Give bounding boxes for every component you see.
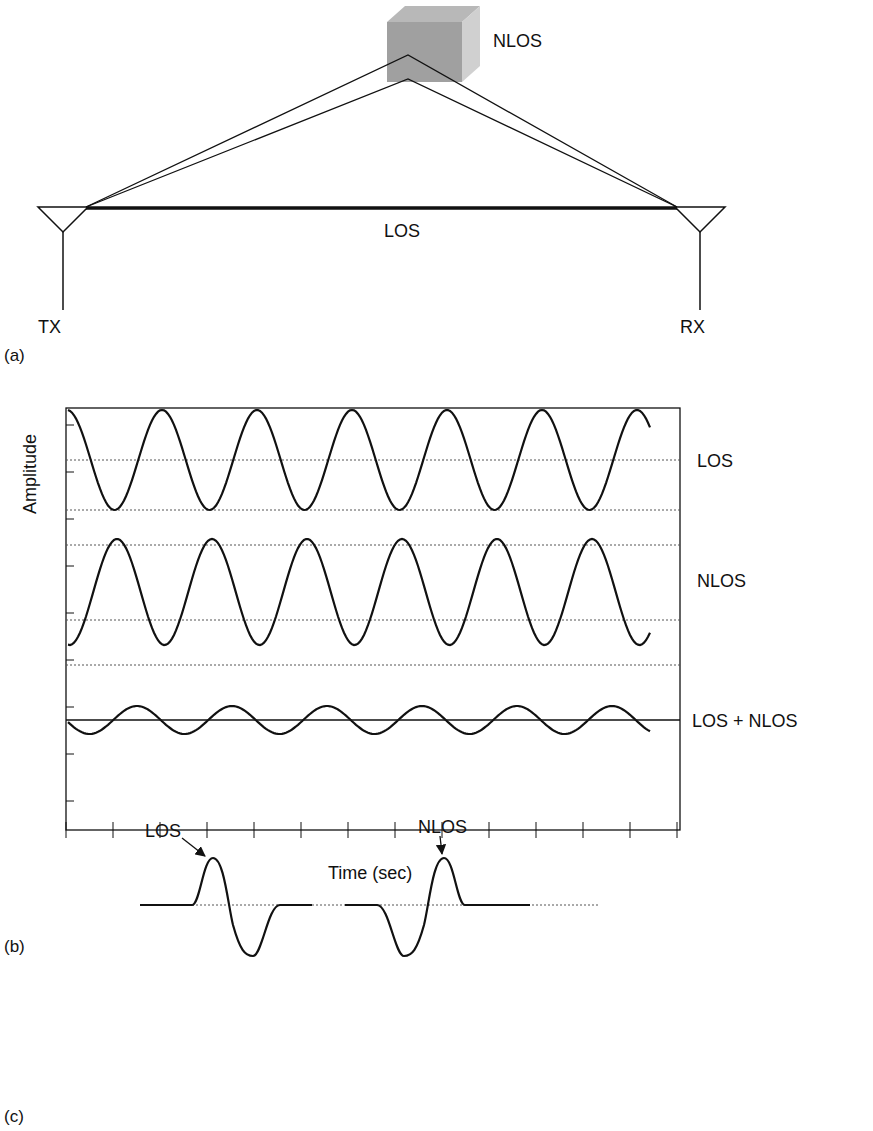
tick	[630, 822, 631, 838]
tick	[301, 822, 302, 838]
waveforms	[68, 410, 650, 734]
label: LOS + NLOS	[692, 712, 798, 730]
waveform	[68, 706, 650, 734]
los-path	[86, 206, 677, 210]
label: LOS	[145, 822, 181, 840]
nlos-paths	[86, 55, 677, 207]
grid-lines	[66, 460, 680, 665]
antenna-symbols	[38, 207, 725, 310]
label: Time (sec)	[328, 864, 412, 882]
label: LOS	[697, 452, 733, 470]
label: (a)	[4, 347, 25, 364]
tick	[489, 822, 490, 838]
tick	[66, 613, 74, 614]
tick	[677, 822, 678, 838]
pulses	[140, 858, 530, 956]
tick	[113, 822, 114, 838]
label: TX	[38, 318, 61, 336]
tick	[66, 754, 74, 755]
plot-frame	[66, 408, 680, 830]
tick	[66, 425, 74, 426]
label: NLOS	[697, 572, 746, 590]
tick	[66, 707, 74, 708]
tick	[66, 519, 74, 520]
tick	[536, 822, 537, 838]
label: RX	[680, 318, 705, 336]
tick	[66, 801, 74, 802]
axis-ticks	[66, 425, 677, 838]
tick	[66, 566, 74, 567]
label: NLOS	[418, 818, 467, 836]
tick	[66, 822, 67, 838]
tick	[66, 660, 74, 661]
tick	[207, 822, 208, 838]
label: Amplitude	[21, 434, 39, 514]
waveform	[68, 539, 650, 645]
tick	[66, 472, 74, 473]
label: LOS	[384, 222, 420, 240]
tick	[583, 822, 584, 838]
label: (b)	[4, 938, 25, 955]
leader-arrows	[182, 836, 442, 856]
tick	[254, 822, 255, 838]
tick	[348, 822, 349, 838]
waveform	[68, 410, 650, 510]
label: NLOS	[493, 32, 542, 50]
obstacle-cube	[387, 6, 480, 82]
label: (c)	[4, 1108, 24, 1125]
tick	[395, 822, 396, 838]
